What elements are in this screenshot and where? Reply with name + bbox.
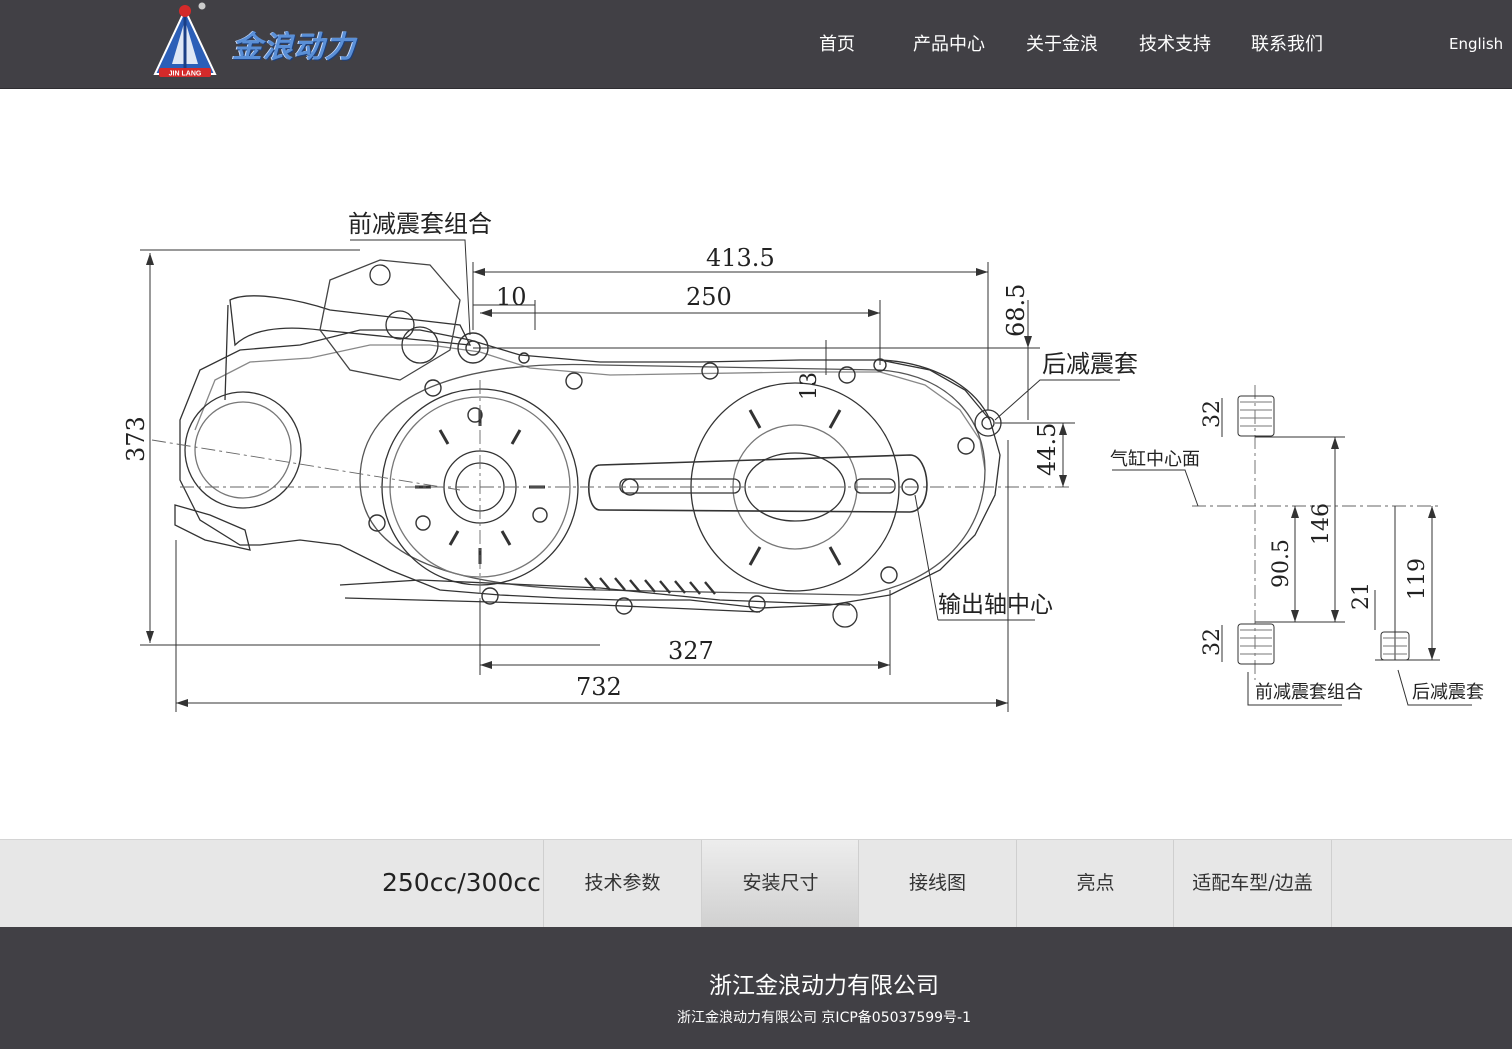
nav-products[interactable]: 产品中心 bbox=[913, 34, 985, 55]
nav-about[interactable]: 关于金浪 bbox=[1026, 34, 1098, 55]
dim-250: 250 bbox=[686, 283, 732, 311]
dim-732: 732 bbox=[576, 673, 622, 701]
footer-icp: 浙江金浪动力有限公司 京ICP备05037599号-1 bbox=[676, 1010, 971, 1026]
label-cylinder-center: 气缸中心面 bbox=[1110, 448, 1200, 470]
label-front-damper-combo: 前减震套组合 bbox=[348, 210, 492, 238]
dim-373: 373 bbox=[122, 416, 150, 462]
tab-compatible-models[interactable]: 适配车型/边盖 bbox=[1173, 840, 1331, 928]
dim-32-top: 32 bbox=[1200, 400, 1225, 428]
tab-divider bbox=[1331, 840, 1332, 928]
tab-install-dimensions[interactable]: 安装尺寸 bbox=[701, 840, 859, 928]
label-output-shaft-center: 输出轴中心 bbox=[938, 592, 1053, 618]
nav-contact[interactable]: 联系我们 bbox=[1251, 34, 1323, 55]
dim-10: 10 bbox=[496, 283, 527, 311]
logo-sub-text: JIN LANG bbox=[169, 71, 202, 78]
dim-68-5: 68.5 bbox=[1002, 284, 1030, 337]
nav-home[interactable]: 首页 bbox=[819, 34, 855, 55]
dim-90-5: 90.5 bbox=[1269, 539, 1294, 588]
engine-drawing-svg: 前减震套组合 后减震套 气缸中心面 输出轴中心 前减震套组合 后减震套 413.… bbox=[122, 210, 1484, 712]
logo[interactable]: JIN LANG 金浪动力 bbox=[150, 2, 390, 82]
site-header: JIN LANG 金浪动力 首页 产品中心 关于金浪 技术支持 联系我们 Eng… bbox=[0, 0, 1512, 89]
installation-drawing: 前减震套组合 后减震套 气缸中心面 输出轴中心 前减震套组合 后减震套 413.… bbox=[0, 89, 1512, 839]
dim-44-5: 44.5 bbox=[1033, 423, 1061, 476]
main-nav: 首页 产品中心 关于金浪 技术支持 联系我们 bbox=[0, 0, 1512, 88]
dim-413-5: 413.5 bbox=[706, 244, 775, 272]
dim-119: 119 bbox=[1405, 558, 1430, 600]
label-front-damper-combo-small: 前减震套组合 bbox=[1255, 682, 1363, 703]
label-rear-damper-small: 后减震套 bbox=[1412, 682, 1484, 703]
dim-32-bottom: 32 bbox=[1200, 628, 1225, 656]
nav-support[interactable]: 技术支持 bbox=[1139, 34, 1211, 55]
site-footer: 浙江金浪动力有限公司 浙江金浪动力有限公司 京ICP备05037599号-1 bbox=[0, 927, 1512, 1049]
dim-21: 21 bbox=[1349, 582, 1374, 610]
footer-company: 浙江金浪动力有限公司 bbox=[709, 973, 939, 999]
language-switch[interactable]: English bbox=[1449, 35, 1504, 53]
dim-146: 146 bbox=[1309, 503, 1334, 545]
logo-text: 金浪动力 bbox=[232, 30, 356, 65]
label-rear-damper: 后减震套 bbox=[1042, 350, 1138, 378]
logo-triangle-icon: JIN LANG bbox=[153, 2, 217, 78]
dim-327: 327 bbox=[668, 637, 714, 665]
tab-wiring-diagram[interactable]: 接线图 bbox=[858, 840, 1016, 928]
dim-13: 13 bbox=[797, 372, 822, 400]
product-tab-bar: 250cc/300cc 技术参数 安装尺寸 接线图 亮点 适配车型/边盖 bbox=[0, 839, 1512, 928]
tab-tech-params[interactable]: 技术参数 bbox=[543, 840, 701, 928]
model-title: 250cc/300cc bbox=[382, 868, 541, 897]
tab-highlights[interactable]: 亮点 bbox=[1016, 840, 1174, 928]
